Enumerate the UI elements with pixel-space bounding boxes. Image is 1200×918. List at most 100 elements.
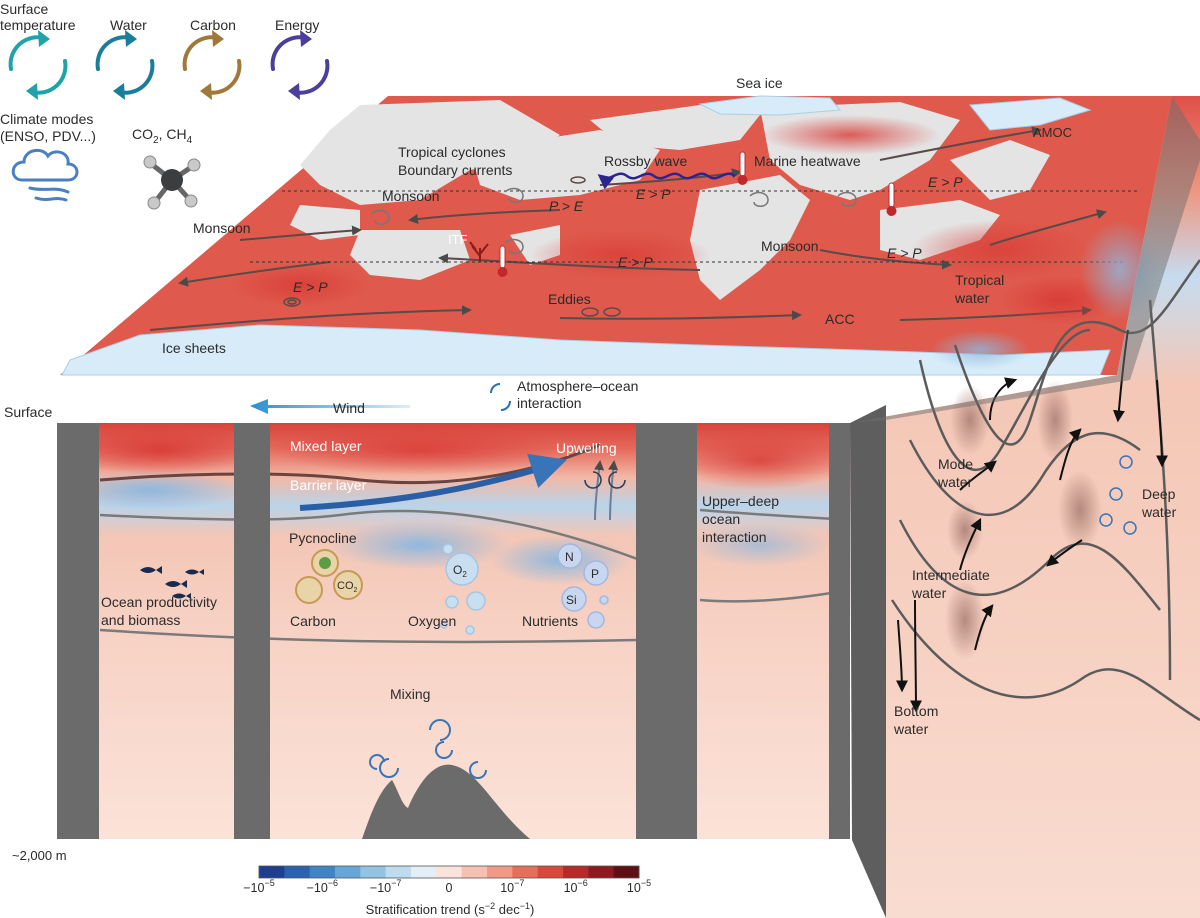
carbon-label: Carbon	[290, 613, 336, 629]
mode-water-label-line1: Mode	[938, 456, 973, 472]
land-barriers	[57, 423, 850, 839]
colorbar-swatch	[461, 866, 488, 878]
ocean-surface-map	[60, 95, 1172, 376]
tropical-cyclones-label: Tropical cyclones	[398, 144, 506, 160]
ice-sheets-label: Ice sheets	[162, 340, 226, 356]
colorbar-swatch	[537, 866, 564, 878]
colorbar-swatch	[335, 866, 361, 878]
front-labels: Surface Wind Atmosphere–ocean interactio…	[4, 378, 779, 863]
mixing-label: Mixing	[390, 686, 430, 702]
itf-label: ITF	[448, 232, 468, 247]
coral-icon	[469, 241, 489, 262]
barrier-layer-label: Barrier layer	[290, 477, 367, 493]
seafloor-ridge	[362, 764, 530, 839]
colorbar-swatch	[360, 866, 387, 878]
legend-climate-modes-line1: Climate modes	[0, 111, 93, 127]
colorbar-swatch	[385, 866, 412, 878]
tropical-water-label-line2: water	[954, 290, 990, 306]
front-side-edge	[850, 405, 886, 918]
legend-carbon-label: Carbon	[190, 17, 236, 33]
thermometer-icon	[497, 245, 508, 277]
ocean-front-section	[57, 383, 851, 839]
oxygen-bubbles	[440, 543, 486, 635]
productivity-label-line2: and biomass	[101, 612, 180, 628]
colorbar-swatch	[613, 866, 640, 878]
surface-labels: Sea ice AMOC Tropical cyclones Boundary …	[162, 75, 1072, 356]
legend-energy-label: Energy	[275, 17, 319, 33]
cycle-icons	[8, 30, 330, 100]
atm-ocean-label-line1: Atmosphere–ocean	[517, 378, 638, 394]
side-mixing-icons	[1099, 455, 1137, 535]
bottom-water-label-line2: water	[893, 721, 929, 737]
co2-bubble-label: CO2	[337, 580, 358, 594]
layer-lines	[99, 443, 851, 644]
nutrient-bubbles	[557, 543, 609, 629]
tropical-water-label-line1: Tropical	[955, 272, 1004, 288]
colorbar-tick-label: −10−5	[243, 878, 274, 895]
phosphorus-bubble-label: P	[591, 567, 599, 581]
cyclone-icons	[370, 187, 857, 254]
colorbar-swatch	[563, 866, 589, 878]
surface-depth-label: Surface	[4, 404, 52, 420]
amoc-label: AMOC	[1033, 125, 1072, 140]
sea-ice-label: Sea ice	[736, 75, 783, 91]
colorbar-swatch	[259, 866, 285, 878]
isopycnal-lines	[890, 259, 1200, 722]
intermediate-water-label-line1: Intermediate	[912, 567, 990, 583]
colorbar-tick-label: 0	[446, 881, 453, 895]
colorbar-tick-label: 10−6	[564, 878, 588, 895]
carbon-icons	[295, 549, 363, 604]
silicon-bubble-label: Si	[566, 593, 577, 607]
monsoon-label-asia: Monsoon	[382, 188, 440, 204]
acc-label: ACC	[825, 311, 855, 327]
legend-gas-label: CO2, CH4	[132, 126, 193, 146]
pycnocline-label: Pycnocline	[289, 530, 357, 546]
deep-water-label-line2: water	[1141, 504, 1177, 520]
rossby-wave-arrow	[597, 172, 736, 190]
colorbar-swatch	[436, 866, 463, 878]
ice-features	[61, 95, 1111, 376]
mode-water-label-line2: water	[937, 474, 973, 490]
upper-deep-label-line3: interaction	[702, 529, 767, 545]
upper-deep-label-line2: ocean	[702, 511, 740, 527]
legend-surface-temp-line1: Surface	[0, 1, 48, 17]
legend-climate-modes-line2: (ENSO, PDV...)	[0, 128, 96, 144]
carbon-cycle-icon	[182, 30, 242, 100]
colorbar-tick-label: −10−7	[370, 878, 401, 895]
colorbar-swatch	[411, 866, 437, 878]
atmosphere-ocean-icon	[490, 383, 511, 411]
colorbar-swatches	[259, 866, 640, 878]
marine-heatwave-label: Marine heatwave	[754, 153, 861, 169]
nutrients-label: Nutrients	[522, 613, 578, 629]
wind-label: Wind	[333, 400, 365, 416]
fish-icons	[140, 566, 204, 599]
current-arrows	[149, 126, 1107, 331]
ocean-side-section	[850, 96, 1200, 918]
legend: Surface temperature Water Carbon Energy …	[0, 1, 330, 210]
surface-temperature-cycle-icon	[8, 30, 68, 100]
e-greater-p-label-5: E > P	[293, 279, 328, 295]
side-labels: Tropical water Mode water Intermediate w…	[893, 272, 1177, 737]
colorbar-title: Stratification trend (s−2 dec−1)	[366, 901, 535, 917]
o2-bubble-label: O2	[453, 563, 467, 579]
eddy-icons	[283, 176, 621, 317]
legend-water-label: Water	[110, 17, 147, 33]
colorbar-swatch	[512, 866, 539, 878]
e-greater-p-label-3: E > P	[618, 254, 653, 270]
oxygen-label: Oxygen	[408, 613, 456, 629]
thermometer-icon	[886, 182, 897, 216]
atm-ocean-label-line2: interaction	[517, 395, 582, 411]
energy-cycle-icon	[270, 30, 330, 100]
e-greater-p-label-2: E > P	[928, 174, 963, 190]
water-mass-arrows	[895, 329, 1168, 713]
deep-mixing-icons	[369, 719, 487, 779]
nitrogen-bubble-label: N	[565, 550, 574, 564]
monsoon-label-east: Monsoon	[761, 238, 819, 254]
colorbar-swatch	[588, 866, 615, 878]
e-greater-p-label-1: E > P	[636, 186, 671, 202]
mixed-layer-label: Mixed layer	[290, 438, 362, 454]
